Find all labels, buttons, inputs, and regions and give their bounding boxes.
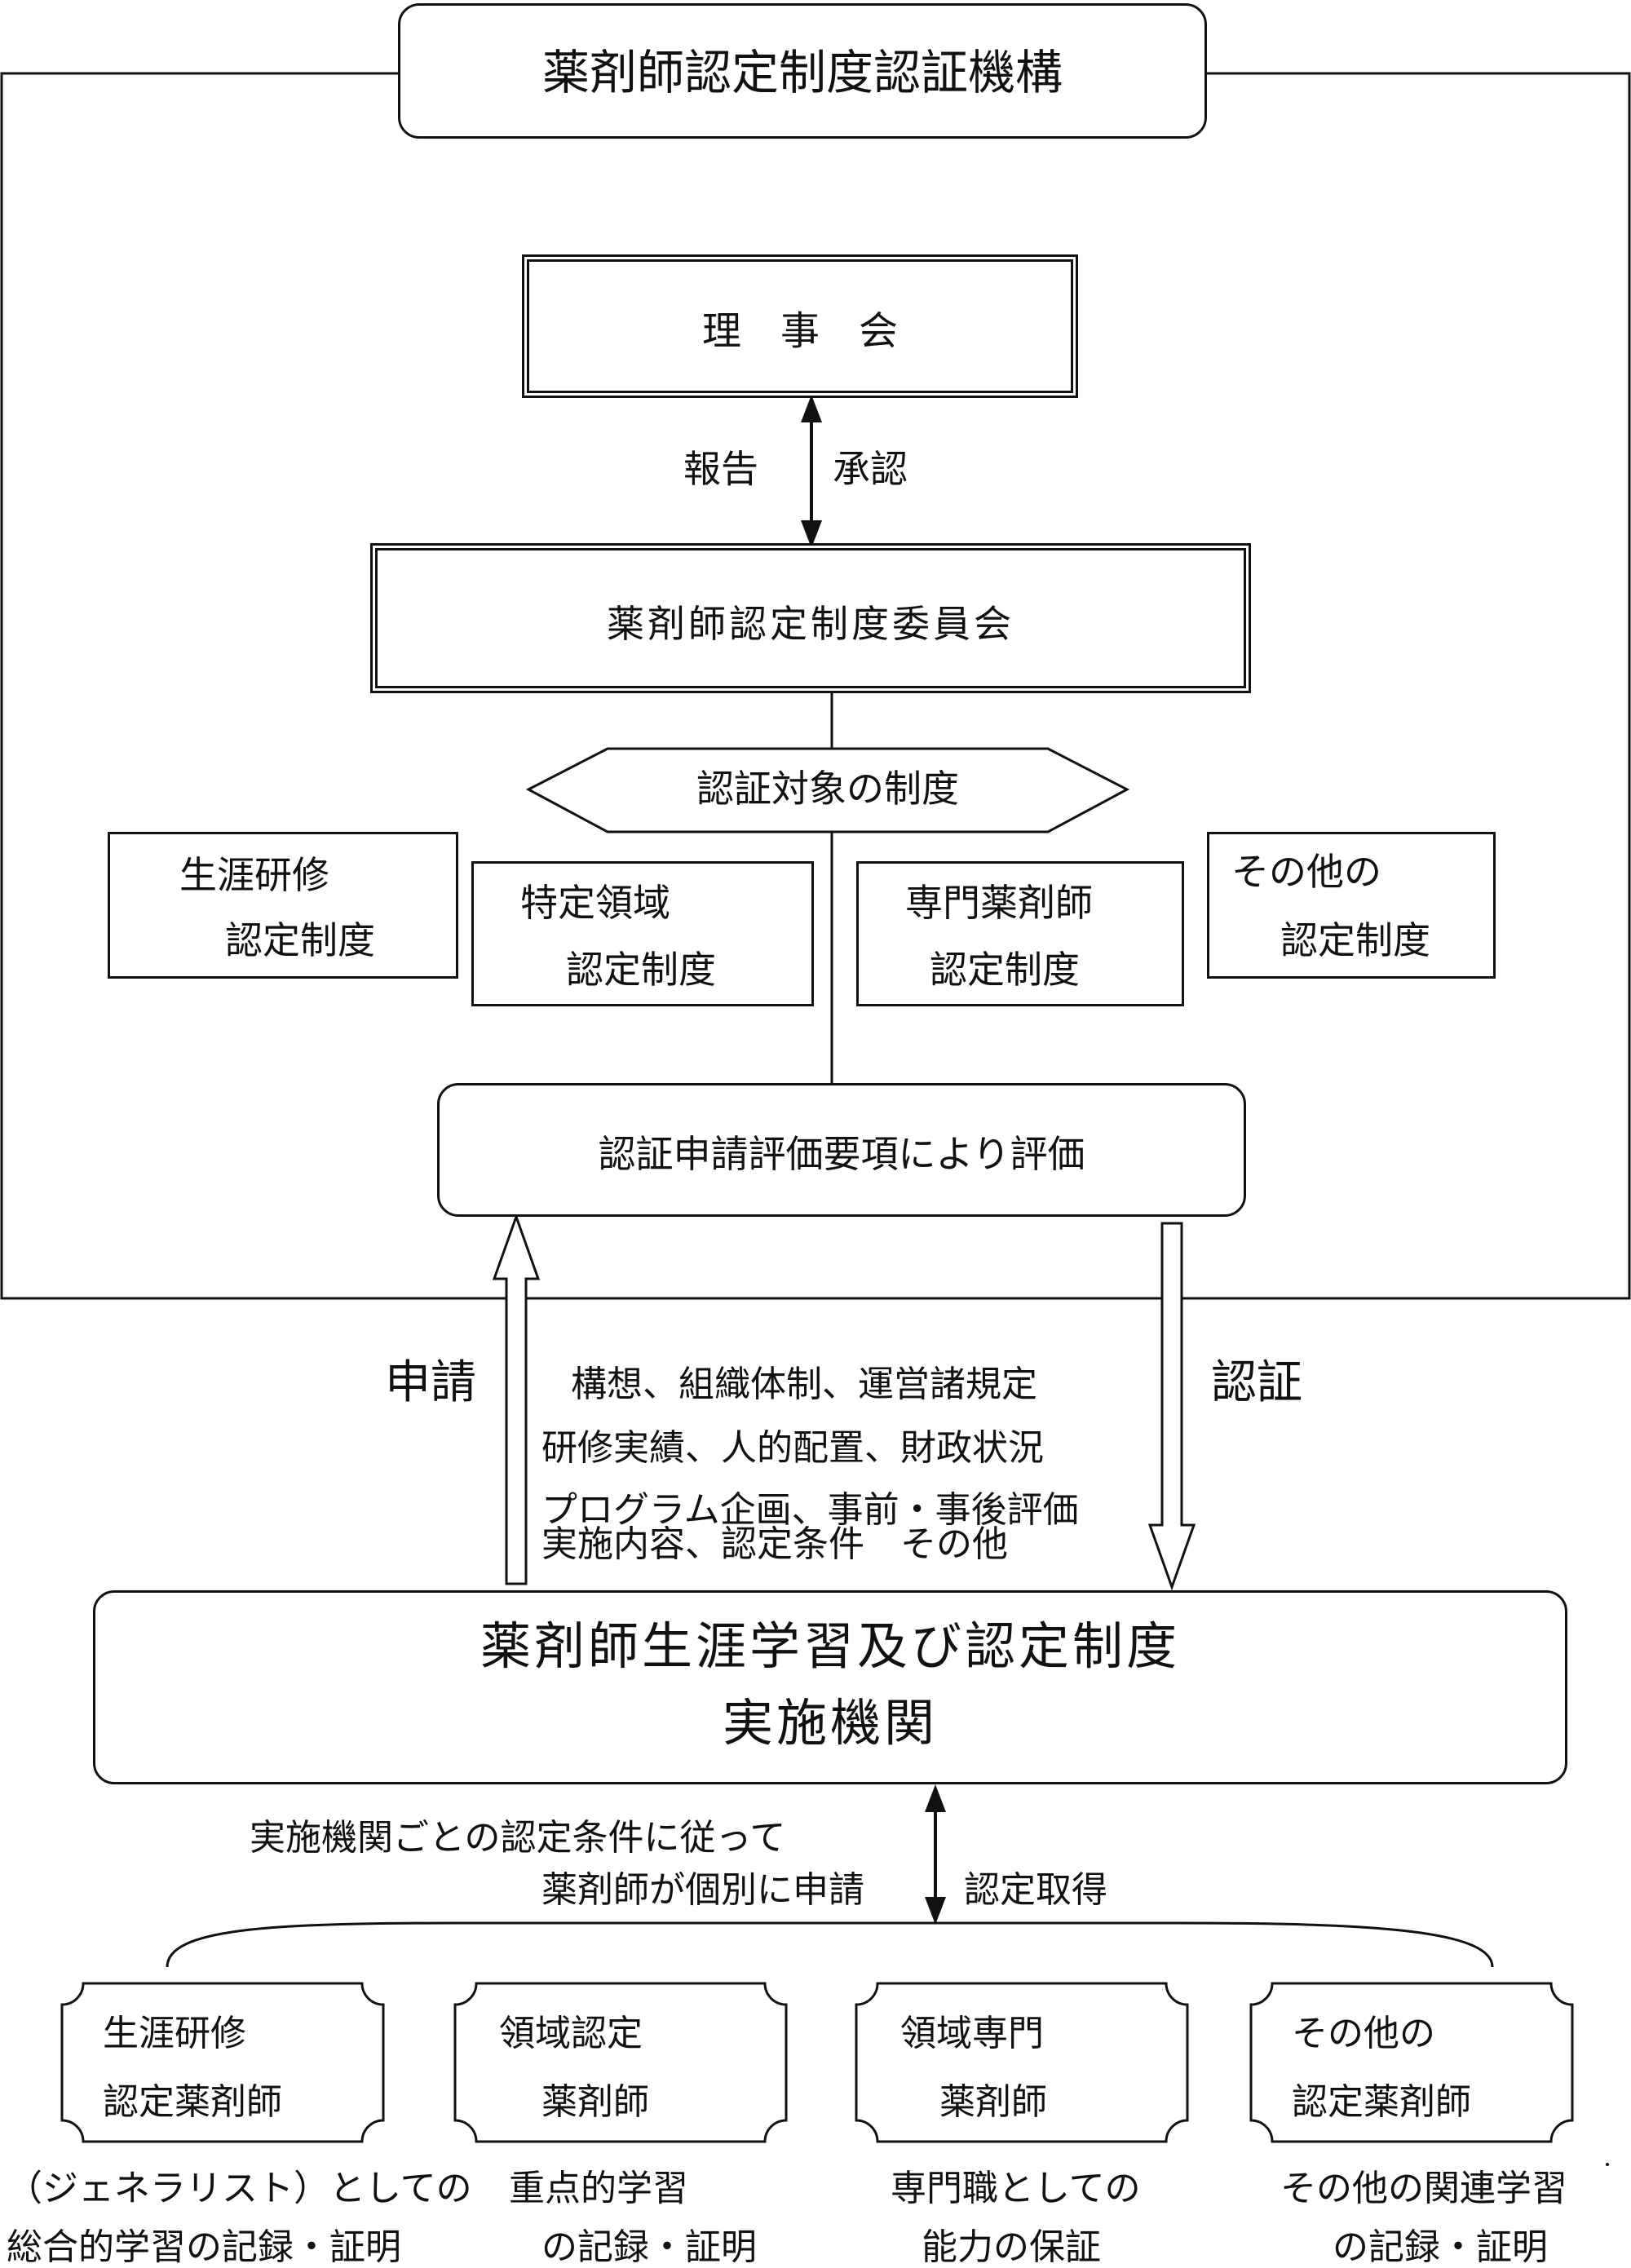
system-label: 認定制度 bbox=[930, 948, 1080, 992]
committee-box bbox=[370, 543, 1251, 693]
certified-type-label: 薬剤師 bbox=[939, 2081, 1047, 2123]
board-committee-arrow bbox=[801, 395, 822, 548]
board-box bbox=[522, 254, 1078, 398]
certified-type-desc: （ジェネラリスト）としての bbox=[7, 2168, 472, 2209]
evaluation-box bbox=[437, 1083, 1246, 1217]
organization-frame bbox=[0, 72, 1631, 1300]
apply-arrow bbox=[492, 1213, 541, 1585]
certified-type-desc: 専門職としての bbox=[891, 2168, 1141, 2209]
certified-type-desc: 能力の保証 bbox=[922, 2226, 1101, 2268]
system-box-specialist bbox=[856, 861, 1184, 1006]
certified-type-label: 認定薬剤師 bbox=[103, 2081, 282, 2123]
criteria-line: プログラム企画、事前・事後評価 bbox=[541, 1489, 1079, 1531]
certified-type-desc: の記録・証明 bbox=[1333, 2226, 1548, 2268]
system-box-specific-domain bbox=[471, 861, 814, 1006]
certified-type-box bbox=[453, 1982, 788, 2143]
certified-type-label: 生涯研修 bbox=[103, 2013, 246, 2054]
institution-label: 薬剤師生涯学習及び認定制度 bbox=[480, 1616, 1180, 1676]
certified-type-desc: の記録・証明 bbox=[541, 2226, 757, 2268]
certified-type-label: 認定薬剤師 bbox=[1292, 2081, 1471, 2123]
committee-label: 薬剤師認定制度委員会 bbox=[607, 602, 1014, 646]
criteria-line: 構想、組織体制、運営諸規定 bbox=[571, 1364, 1037, 1405]
target-systems-hexagon bbox=[525, 747, 1130, 833]
criteria-line: 研修実績、人的配置、財政状況 bbox=[541, 1427, 1044, 1469]
certified-type-label: 領域専門 bbox=[900, 2013, 1044, 2054]
system-label: 専門薬剤師 bbox=[905, 881, 1093, 925]
system-label: 認定制度 bbox=[225, 918, 375, 962]
system-label: 認定制度 bbox=[566, 948, 716, 992]
system-label: 特定領域 bbox=[520, 881, 670, 925]
organization-title-box bbox=[398, 3, 1207, 139]
certified-types-brace bbox=[166, 1921, 1494, 1968]
organization-title: 薬剤師認定制度認証機構 bbox=[541, 45, 1063, 100]
certify-label: 認証 bbox=[1211, 1356, 1302, 1409]
certified-type-box bbox=[1249, 1982, 1574, 2143]
system-box-lifelong bbox=[108, 832, 458, 979]
system-label: その他の bbox=[1231, 850, 1381, 894]
approve-label: 承認 bbox=[833, 447, 908, 491]
certified-type-box bbox=[855, 1982, 1189, 2143]
institution-individual-arrow bbox=[925, 1784, 946, 1925]
certified-type-desc: 重点的学習 bbox=[509, 2168, 688, 2209]
system-box-other bbox=[1207, 832, 1496, 979]
system-label: 認定制度 bbox=[1280, 918, 1430, 962]
certified-type-desc: その他の関連学習 bbox=[1280, 2168, 1567, 2209]
board-label: 理 事 会 bbox=[701, 308, 898, 354]
report-label: 報告 bbox=[683, 447, 758, 491]
certify-arrow bbox=[1147, 1222, 1196, 1591]
certified-type-label: その他の bbox=[1292, 2013, 1435, 2054]
apply-label: 申請 bbox=[385, 1356, 476, 1409]
individual-obtain: 認定取得 bbox=[964, 1869, 1107, 1911]
criteria-line: 実施内容、認定条件 その他 bbox=[541, 1523, 1008, 1565]
individual-condition: 実施機関ごとの認定条件に従って bbox=[250, 1817, 786, 1859]
certified-type-desc: 総合的学習の記録・証明 bbox=[7, 2226, 401, 2268]
evaluation-label: 認証申請評価要項により評価 bbox=[598, 1132, 1085, 1176]
institution-box bbox=[93, 1590, 1567, 1784]
institution-label: 実施機関 bbox=[722, 1693, 938, 1753]
target-systems-header: 認証対象の制度 bbox=[696, 767, 959, 811]
certified-type-label: 領域認定 bbox=[499, 2013, 643, 2054]
individual-apply: 薬剤師が個別に申請 bbox=[541, 1869, 864, 1911]
certified-type-label: 薬剤師 bbox=[541, 2081, 649, 2123]
system-label: 生涯研修 bbox=[179, 853, 329, 897]
certified-type-box bbox=[60, 1982, 385, 2143]
stray-dot bbox=[1606, 2163, 1609, 2166]
